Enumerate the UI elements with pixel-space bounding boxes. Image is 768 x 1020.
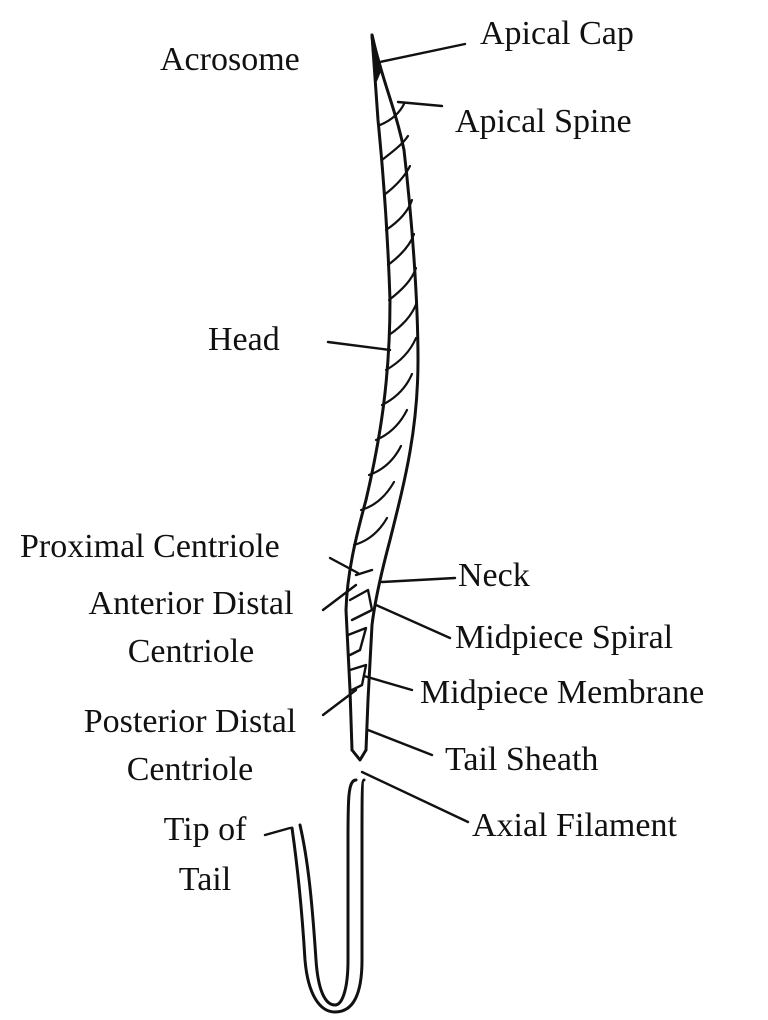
label-midpiece-spiral: Midpiece Spiral bbox=[455, 619, 674, 656]
label-tail-sheath: Tail Sheath bbox=[445, 741, 599, 778]
label-anterior-distal-centriole-line2: Centriole bbox=[127, 633, 255, 670]
label-acrosome: Acrosome bbox=[160, 41, 300, 78]
label-tip-of-tail-line1: Tip of bbox=[163, 811, 247, 848]
label-apical-cap: Apical Cap bbox=[480, 15, 634, 52]
head-outline bbox=[344, 33, 420, 752]
label-posterior-distal-centriole-line2: Centriole bbox=[126, 751, 254, 788]
tail-outline bbox=[290, 748, 368, 1014]
label-neck: Neck bbox=[458, 557, 530, 594]
label-posterior-distal-centriole-line1: Posterior Distal bbox=[83, 703, 297, 740]
label-head: Head bbox=[208, 321, 280, 358]
apical-cap-shape bbox=[370, 33, 382, 82]
label-apical-spine: Apical Spine bbox=[455, 103, 632, 140]
label-axial-filament: Axial Filament bbox=[472, 807, 677, 844]
label-tip-of-tail-line2: Tail bbox=[178, 861, 232, 898]
label-proximal-centriole: Proximal Centriole bbox=[20, 528, 280, 565]
head-scallops bbox=[352, 102, 419, 547]
label-anterior-distal-centriole-line1: Anterior Distal bbox=[88, 585, 294, 622]
label-midpiece-membrane: Midpiece Membrane bbox=[420, 674, 705, 711]
leader-lines bbox=[263, 42, 470, 837]
